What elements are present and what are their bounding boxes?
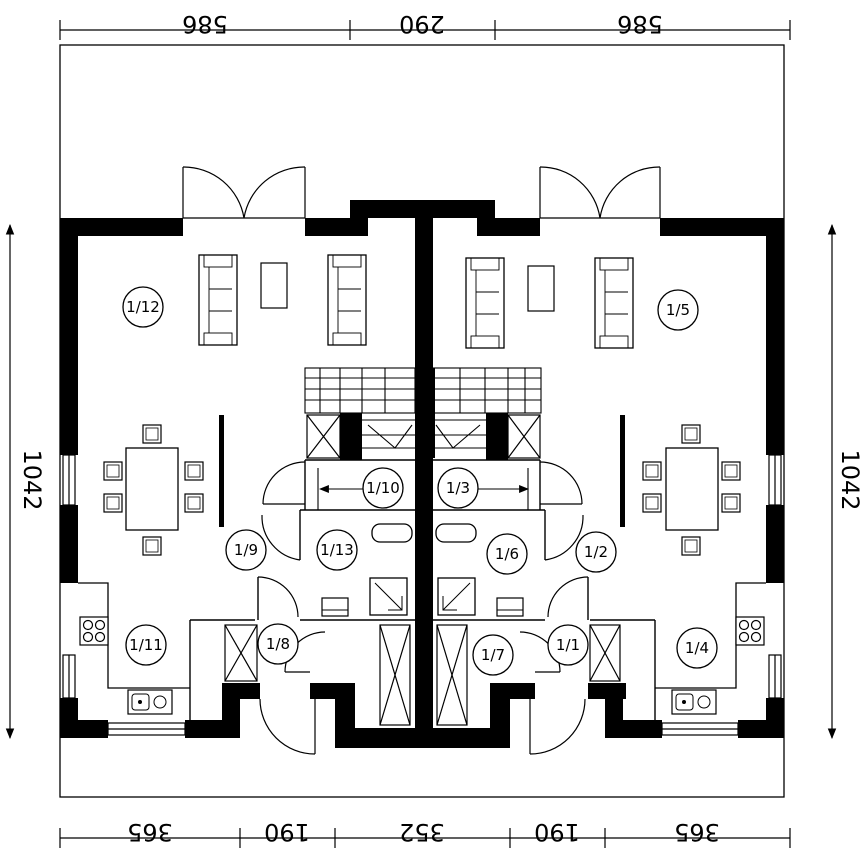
chair bbox=[142, 536, 162, 556]
room-label-1-13: 1/13 bbox=[320, 541, 354, 559]
walls bbox=[60, 200, 784, 748]
dim-right: 1042 bbox=[836, 449, 860, 510]
room-label-1-5: 1/5 bbox=[666, 301, 690, 319]
bathtub-left bbox=[371, 523, 413, 543]
sofa-1 bbox=[198, 254, 238, 346]
dining-table-right bbox=[665, 447, 719, 531]
chair bbox=[184, 493, 204, 513]
dim-bottom-4: 190 bbox=[534, 818, 580, 846]
stove-left bbox=[79, 616, 109, 646]
chair bbox=[103, 461, 123, 481]
thin-partitions bbox=[189, 459, 656, 720]
dim-top-1: 586 bbox=[182, 10, 228, 38]
room-labels bbox=[122, 286, 718, 676]
dining-table-left bbox=[125, 447, 179, 531]
sofa-3 bbox=[465, 257, 505, 349]
chair bbox=[184, 461, 204, 481]
kitchen-sink-left bbox=[127, 689, 173, 715]
dim-bottom-2: 190 bbox=[264, 818, 310, 846]
room-label-1-9: 1/9 bbox=[234, 541, 258, 559]
dim-bottom-5: 365 bbox=[674, 818, 720, 846]
kitchen-sink-right bbox=[671, 689, 717, 715]
sofa-4 bbox=[594, 257, 634, 349]
chair bbox=[721, 461, 741, 481]
chair bbox=[103, 493, 123, 513]
chair bbox=[642, 461, 662, 481]
room-label-1-11: 1/11 bbox=[129, 636, 163, 654]
stairs bbox=[304, 367, 542, 510]
room-label-1-2: 1/2 bbox=[584, 543, 608, 561]
dimension-lines bbox=[5, 20, 837, 848]
bathtub-right bbox=[435, 523, 477, 543]
room-label-1-10: 1/10 bbox=[366, 479, 400, 497]
room-label-1-1: 1/1 bbox=[556, 636, 580, 654]
dim-top-3: 586 bbox=[617, 10, 663, 38]
sofa-2 bbox=[327, 254, 367, 346]
washbasin-left bbox=[321, 597, 349, 617]
dim-bottom-1: 365 bbox=[127, 818, 173, 846]
room-label-1-6: 1/6 bbox=[495, 545, 519, 563]
furniture bbox=[78, 254, 766, 715]
washbasin-right bbox=[496, 597, 524, 617]
room-label-1-7: 1/7 bbox=[481, 646, 505, 664]
dim-top-2: 290 bbox=[399, 10, 445, 38]
shafts bbox=[224, 414, 621, 726]
room-label-1-3: 1/3 bbox=[446, 479, 470, 497]
room-label-1-12: 1/12 bbox=[126, 298, 160, 316]
dim-left: 1042 bbox=[18, 449, 46, 510]
chair bbox=[681, 536, 701, 556]
room-label-1-8: 1/8 bbox=[266, 635, 290, 653]
stove-right bbox=[735, 616, 765, 646]
chair bbox=[642, 493, 662, 513]
room-label-1-4: 1/4 bbox=[685, 639, 709, 657]
windows bbox=[62, 454, 782, 736]
dim-bottom-3: 352 bbox=[399, 818, 445, 846]
coffee-table-right bbox=[527, 265, 555, 312]
chair bbox=[721, 493, 741, 513]
chair bbox=[142, 424, 162, 444]
chair bbox=[681, 424, 701, 444]
coffee-table-left bbox=[260, 262, 288, 309]
